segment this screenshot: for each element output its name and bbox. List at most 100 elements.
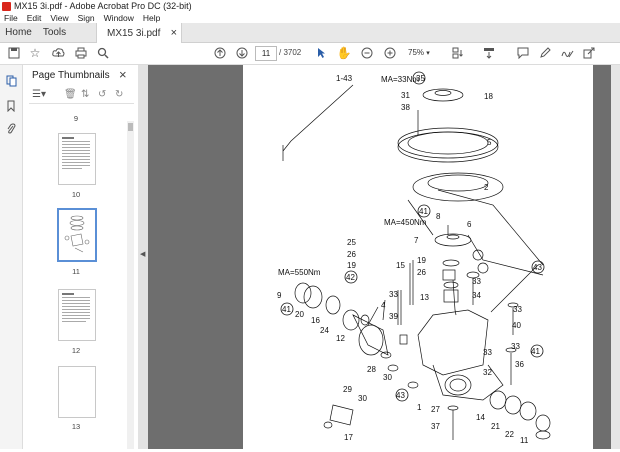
label-7: 7: [414, 236, 419, 245]
label-1: 1: [417, 403, 422, 412]
label-36: 36: [515, 360, 524, 369]
label-42: 42: [346, 273, 355, 282]
label-37: 37: [431, 422, 440, 431]
label-33c: 33: [513, 305, 522, 314]
label-11: 11: [520, 436, 529, 445]
extract-page-icon[interactable]: ⇅: [81, 89, 90, 100]
document-scrollbar[interactable]: [611, 65, 620, 449]
label-17: 17: [344, 433, 353, 442]
close-panel-icon[interactable]: ×: [119, 67, 127, 82]
label-33e: 33: [483, 348, 492, 357]
thumbnail-page[interactable]: [58, 133, 96, 185]
label-40: 40: [512, 321, 521, 330]
label-22: 22: [505, 430, 514, 439]
rotate-ccw-icon[interactable]: ↺: [98, 89, 107, 100]
thumbnail-page-selected[interactable]: [57, 208, 97, 262]
scrolling-mode-icon[interactable]: [482, 46, 496, 60]
tab-document-label: MX15 3i.pdf: [107, 27, 161, 39]
options-menu-icon[interactable]: ☰▾: [32, 89, 46, 100]
menu-file[interactable]: File: [4, 12, 18, 23]
zoom-out-icon[interactable]: [360, 46, 374, 60]
rotate-cw-icon[interactable]: ↻: [115, 89, 124, 100]
close-icon[interactable]: ×: [170, 27, 177, 39]
label-ma550: MA=550Nm: [278, 268, 321, 277]
label-33: 33: [472, 277, 481, 286]
sign-icon[interactable]: [560, 46, 574, 60]
upload-cloud-icon[interactable]: [51, 46, 65, 60]
menu-sign[interactable]: Sign: [77, 12, 95, 23]
acrobat-icon: [2, 1, 11, 11]
thumbnail-tools: ☰▾ 🗑 ⇅ ↺ ↻: [29, 89, 134, 104]
label-14: 14: [476, 413, 485, 422]
zoom-in-icon[interactable]: [383, 46, 397, 60]
page-thumbnails-panel: Page Thumbnails × ☰▾ 🗑 ⇅ ↺ ↻ 9 10 11 12 …: [23, 65, 139, 449]
label-41b: 41: [282, 305, 291, 314]
label-30a: 30: [383, 373, 392, 382]
print-icon[interactable]: [74, 46, 88, 60]
star-icon[interactable]: ☆: [29, 46, 41, 60]
zoom-value: 75%: [408, 48, 425, 57]
attachment-icon[interactable]: [5, 123, 17, 135]
scrollbar-thumb[interactable]: [128, 123, 133, 131]
delete-page-icon[interactable]: 🗑: [64, 89, 77, 100]
tab-bar: Home Tools MX15 3i.pdf ×: [0, 23, 620, 43]
thumbnail-label: 11: [72, 267, 80, 276]
zoom-level-select[interactable]: 75% ▾: [408, 46, 440, 59]
label-5: 5: [487, 138, 492, 147]
tab-document[interactable]: MX15 3i.pdf ×: [96, 23, 182, 43]
label-26: 26: [347, 250, 356, 259]
page-number-input[interactable]: 11: [255, 46, 277, 61]
menu-edit[interactable]: Edit: [26, 12, 42, 23]
pdf-page: 1-43 MA=33Nm 35 31 38 18 5 2 41 8 6 MA=4…: [243, 65, 593, 449]
label-41: 41: [419, 207, 428, 216]
label-30b: 30: [358, 394, 367, 403]
label-33d: 33: [511, 342, 520, 351]
label-19b: 19: [417, 256, 426, 265]
label-43b: 43: [396, 391, 405, 400]
menu-help[interactable]: Help: [142, 12, 161, 23]
comment-icon[interactable]: [516, 46, 530, 60]
label-31: 31: [401, 91, 410, 100]
bookmark-icon[interactable]: [5, 100, 17, 112]
next-page-icon[interactable]: [235, 46, 249, 60]
label-20: 20: [295, 310, 304, 319]
thumbnail-scrollbar[interactable]: [127, 121, 134, 449]
share-icon[interactable]: [582, 46, 596, 60]
thumbnail-label: 13: [71, 422, 81, 431]
label-24: 24: [320, 326, 329, 335]
previous-page-icon[interactable]: [213, 46, 227, 60]
title-bar: MX15 3i.pdf - Adobe Acrobat Pro DC (32-b…: [0, 0, 620, 12]
label-28: 28: [367, 365, 376, 374]
menu-window[interactable]: Window: [103, 12, 134, 23]
menu-view[interactable]: View: [50, 12, 69, 23]
tab-home[interactable]: Home: [5, 27, 32, 38]
label-41c: 41: [531, 347, 540, 356]
label-15: 15: [396, 261, 405, 270]
label-6: 6: [467, 220, 472, 229]
label-18: 18: [484, 92, 493, 101]
tab-tools[interactable]: Tools: [42, 27, 67, 38]
label-27: 27: [431, 405, 440, 414]
highlight-pen-icon[interactable]: [538, 46, 552, 60]
collapse-arrow-icon[interactable]: ◀: [140, 251, 146, 258]
page-layout-icon[interactable]: [451, 46, 465, 60]
label-32: 32: [483, 368, 492, 377]
select-cursor-icon[interactable]: [314, 46, 328, 60]
exploded-parts-diagram: 1-43 MA=33Nm 35 31 38 18 5 2 41 8 6 MA=4…: [277, 71, 551, 445]
thumbnail-label: 10: [71, 190, 81, 199]
search-icon[interactable]: [96, 46, 110, 60]
panel-title: Page Thumbnails: [32, 70, 110, 81]
hand-tool-icon[interactable]: ✋: [336, 46, 352, 60]
label-2: 2: [484, 183, 489, 192]
window-title: MX15 3i.pdf - Adobe Acrobat Pro DC (32-b…: [14, 1, 192, 11]
save-icon[interactable]: [7, 46, 21, 60]
label-16: 16: [311, 316, 320, 325]
thumbnail-page[interactable]: [58, 366, 96, 418]
page-thumbnails-icon[interactable]: [5, 75, 17, 87]
toolbar: ☆ 11 / 3702 ✋ 75% ▾: [0, 43, 620, 65]
label-26b: 26: [417, 268, 426, 277]
thumbnail-page[interactable]: [58, 289, 96, 341]
label-34: 34: [472, 291, 481, 300]
label-8: 8: [436, 212, 441, 221]
panel-splitter[interactable]: ◀: [138, 65, 148, 449]
